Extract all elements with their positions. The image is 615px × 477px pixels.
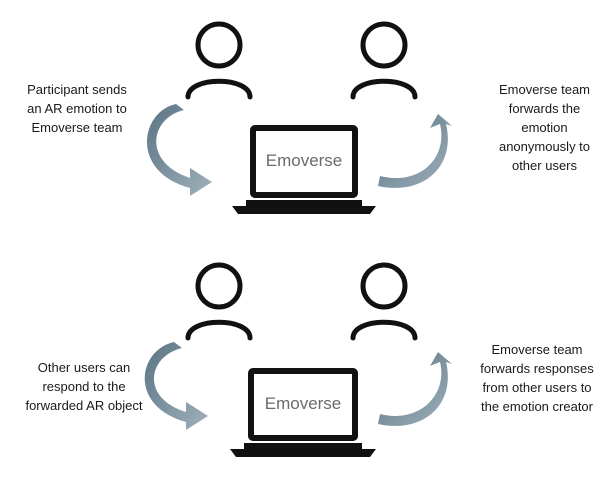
left-caption-panel-1: Participant sends an AR emotion to Emove… <box>27 82 127 135</box>
curved-arrow-icon <box>144 342 208 430</box>
right-caption-panel-1: Emoverse team forwards the emotion anony… <box>498 82 591 173</box>
curved-arrow-icon <box>378 114 452 188</box>
panel-2: Emoverse <box>144 262 452 457</box>
person-icon <box>185 262 253 341</box>
laptop-label: Emoverse <box>266 151 343 170</box>
laptop-icon: Emoverse <box>230 368 376 457</box>
laptop-icon: Emoverse <box>232 125 376 214</box>
curved-arrow-icon <box>146 104 212 196</box>
curved-arrow-icon <box>378 352 452 426</box>
person-icon <box>350 262 418 341</box>
left-caption-panel-2: Other users can respond to the forwarded… <box>25 360 143 413</box>
right-caption-panel-2: Emoverse team forwards responses from ot… <box>480 342 594 414</box>
person-icon <box>350 21 418 100</box>
laptop-label: Emoverse <box>265 394 342 413</box>
panel-1: Emoverse <box>146 21 452 214</box>
person-icon <box>185 21 253 100</box>
